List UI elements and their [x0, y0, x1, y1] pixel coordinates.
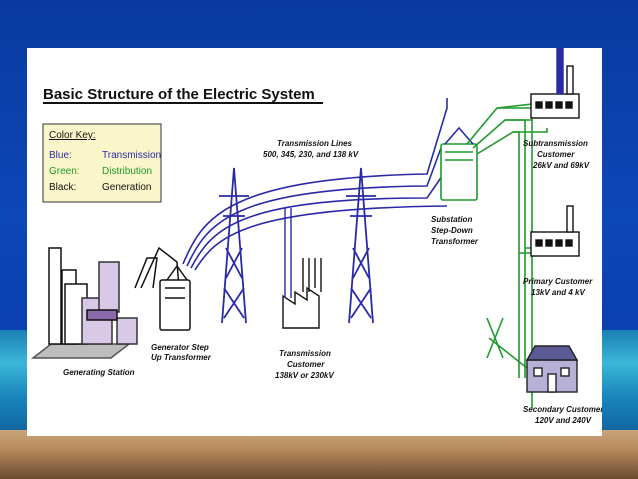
color-key-black-value: Generation [102, 182, 151, 193]
transmission-tower-right [346, 167, 376, 324]
primary-customer-label-2: 13kV and 4 kV [531, 288, 585, 297]
generator-step-up-label-2: Up Transformer [151, 353, 212, 362]
subtransmission-label-1: Subtransmission [523, 139, 588, 148]
subtransmission-label-3: 26kV and 69kV [532, 161, 590, 170]
transmission-customer-label-1: Transmission [279, 349, 331, 358]
secondary-customer-label-1: Secondary Customer [523, 405, 602, 414]
color-key-black-name: Black: [49, 182, 76, 193]
generating-station [30, 246, 180, 359]
color-key-green-name: Green: [49, 166, 80, 177]
transmission-tower-left [219, 167, 249, 324]
color-key-blue-name: Blue: [49, 150, 72, 161]
generator-step-up-label-1: Generator Step [151, 343, 209, 352]
diagram-panel: Basic Structure of the Electric System C… [27, 48, 602, 436]
generator-step-up-transformer [159, 264, 191, 331]
color-key-box [42, 123, 162, 203]
color-key: Color Key: Blue: Transmission Green: Dis… [42, 123, 162, 203]
color-key-blue-value: Transmission [102, 150, 161, 161]
generating-station-label: Generating Station [63, 368, 135, 377]
secondary-customer-label-2: 120V and 240V [535, 416, 592, 425]
color-key-green-value: Distribution [102, 166, 152, 177]
transmission-voltages-label: 500, 345, 230, and 138 kV [263, 150, 359, 159]
diagram-title: Basic Structure of the Electric System [43, 86, 315, 103]
substation-label-2: Step-Down [431, 226, 473, 235]
transmission-customer-label-3: 138kV or 230kV [275, 371, 334, 380]
transmission-customer-label-2: Customer [287, 360, 325, 369]
substation-label-1: Substation [431, 215, 472, 224]
subtransmission-label-2: Customer [537, 150, 575, 159]
secondary-customer-house [525, 345, 579, 393]
primary-customer-label-1: Primary Customer [523, 277, 593, 286]
transmission-lines-label: Transmission Lines [277, 139, 353, 148]
transmission-customer-factory [282, 208, 322, 329]
background-landscape [0, 430, 638, 479]
substation-label-3: Transformer [431, 237, 479, 246]
subtransmission-customer-building [530, 48, 580, 119]
transmission-lines [182, 98, 450, 271]
electric-system-diagram: Basic Structure of the Electric System C… [30, 48, 602, 425]
color-key-heading: Color Key: [49, 130, 96, 141]
primary-customer-building [530, 205, 580, 257]
substation-transformer [440, 126, 478, 201]
